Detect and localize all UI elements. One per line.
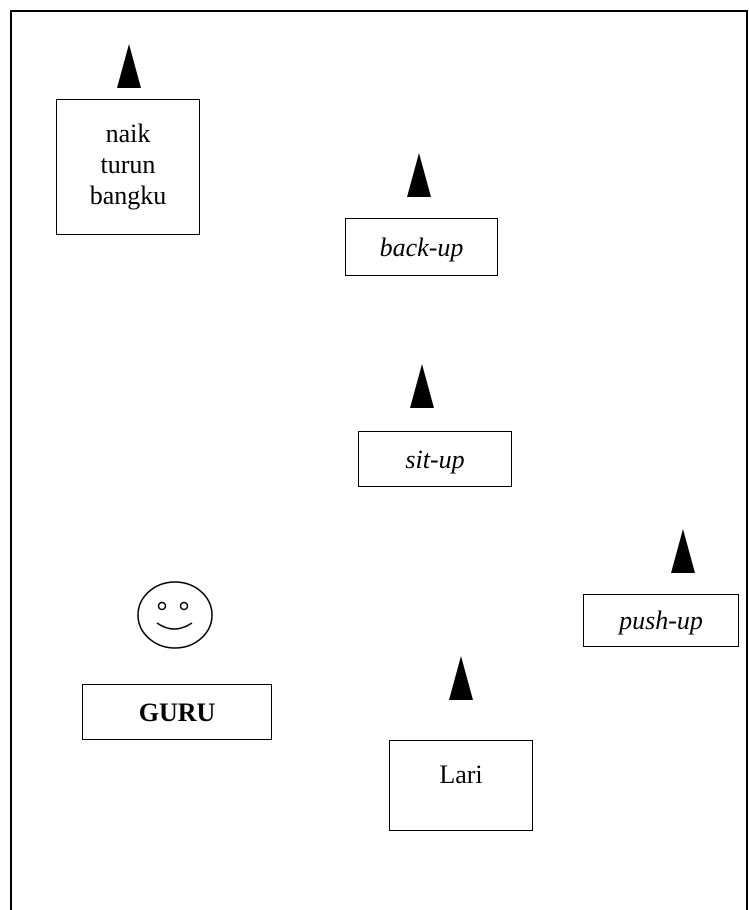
station-label: push-up — [619, 606, 703, 635]
station-label-line: bangku — [89, 181, 167, 210]
station-label-line: naik — [105, 119, 151, 148]
station-label: sit-up — [405, 444, 465, 474]
station-sit-up: sit-up — [358, 431, 512, 487]
cone-icon — [671, 529, 695, 573]
station-back-up: back-up — [345, 218, 498, 276]
cone-icon — [117, 44, 141, 88]
diagram-frame — [10, 10, 748, 910]
station-push-up: push-up — [583, 594, 739, 647]
station-naik-turun-bangku: naik turun bangku — [56, 99, 200, 235]
teacher-label: GURU — [138, 697, 216, 727]
cone-icon — [407, 153, 431, 197]
station-label: Lari — [439, 760, 483, 789]
station-label: back-up — [379, 232, 464, 262]
station-lari: Lari — [389, 740, 533, 831]
cone-icon — [449, 656, 473, 700]
cone-icon — [410, 364, 434, 408]
teacher-label-box: GURU — [82, 684, 272, 740]
station-label-line: turun — [100, 150, 156, 179]
smiley-face-icon — [137, 581, 213, 649]
